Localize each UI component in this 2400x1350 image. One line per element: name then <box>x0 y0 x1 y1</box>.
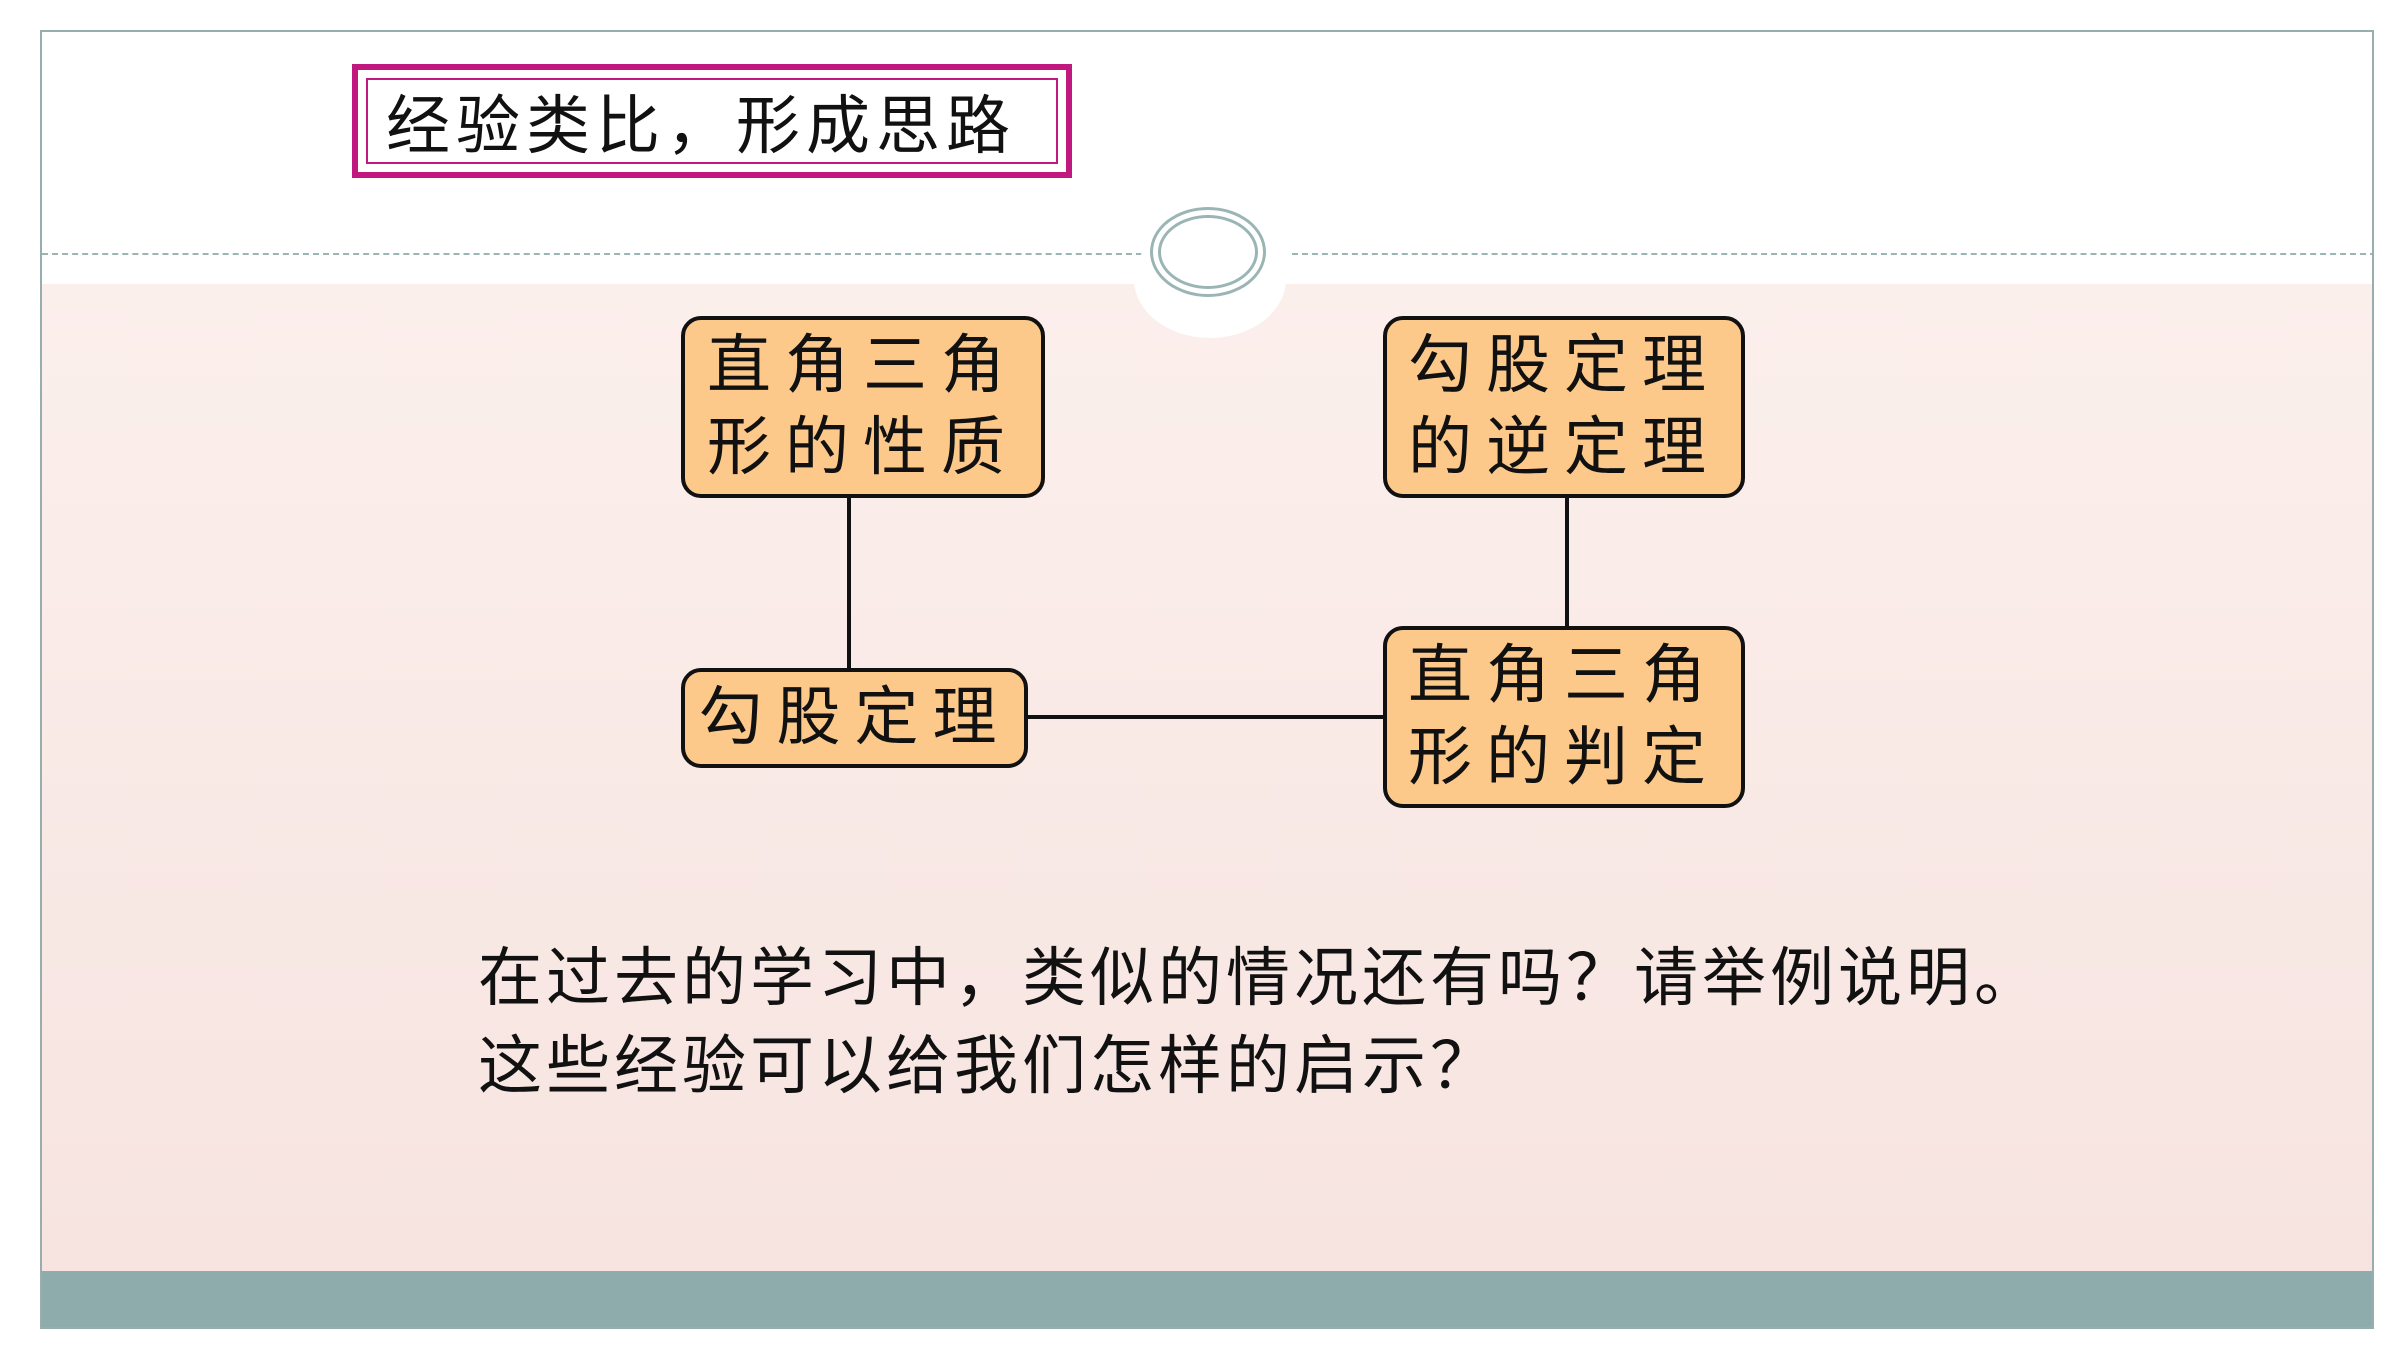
header-divider-right <box>1292 253 2372 255</box>
slide: 经验类比，形成思路 <box>40 30 2374 1329</box>
footer-band <box>42 1271 2372 1327</box>
node-right-triangle-properties: 直角三角形的性质 <box>681 316 1045 498</box>
node-pythagorean-theorem: 勾股定理 <box>681 668 1028 768</box>
body-background <box>42 284 2372 1271</box>
header-divider-left <box>42 253 1142 255</box>
question-line-1: 在过去的学习中，类似的情况还有吗？请举例说明。 <box>478 942 2042 1016</box>
ring-decoration-inner <box>1158 215 1258 289</box>
question-line-2: 这些经验可以给我们怎样的启示？ <box>478 1030 1498 1104</box>
title-box: 经验类比，形成思路 <box>352 64 1072 178</box>
node-right-triangle-criterion: 直角三角形的判定 <box>1383 626 1745 808</box>
discussion-question: 在过去的学习中，类似的情况还有吗？请举例说明。 这些经验可以给我们怎样的启示？ <box>478 935 2178 1111</box>
slide-title: 经验类比，形成思路 <box>366 78 1058 164</box>
node-pythagorean-converse: 勾股定理的逆定理 <box>1383 316 1745 498</box>
